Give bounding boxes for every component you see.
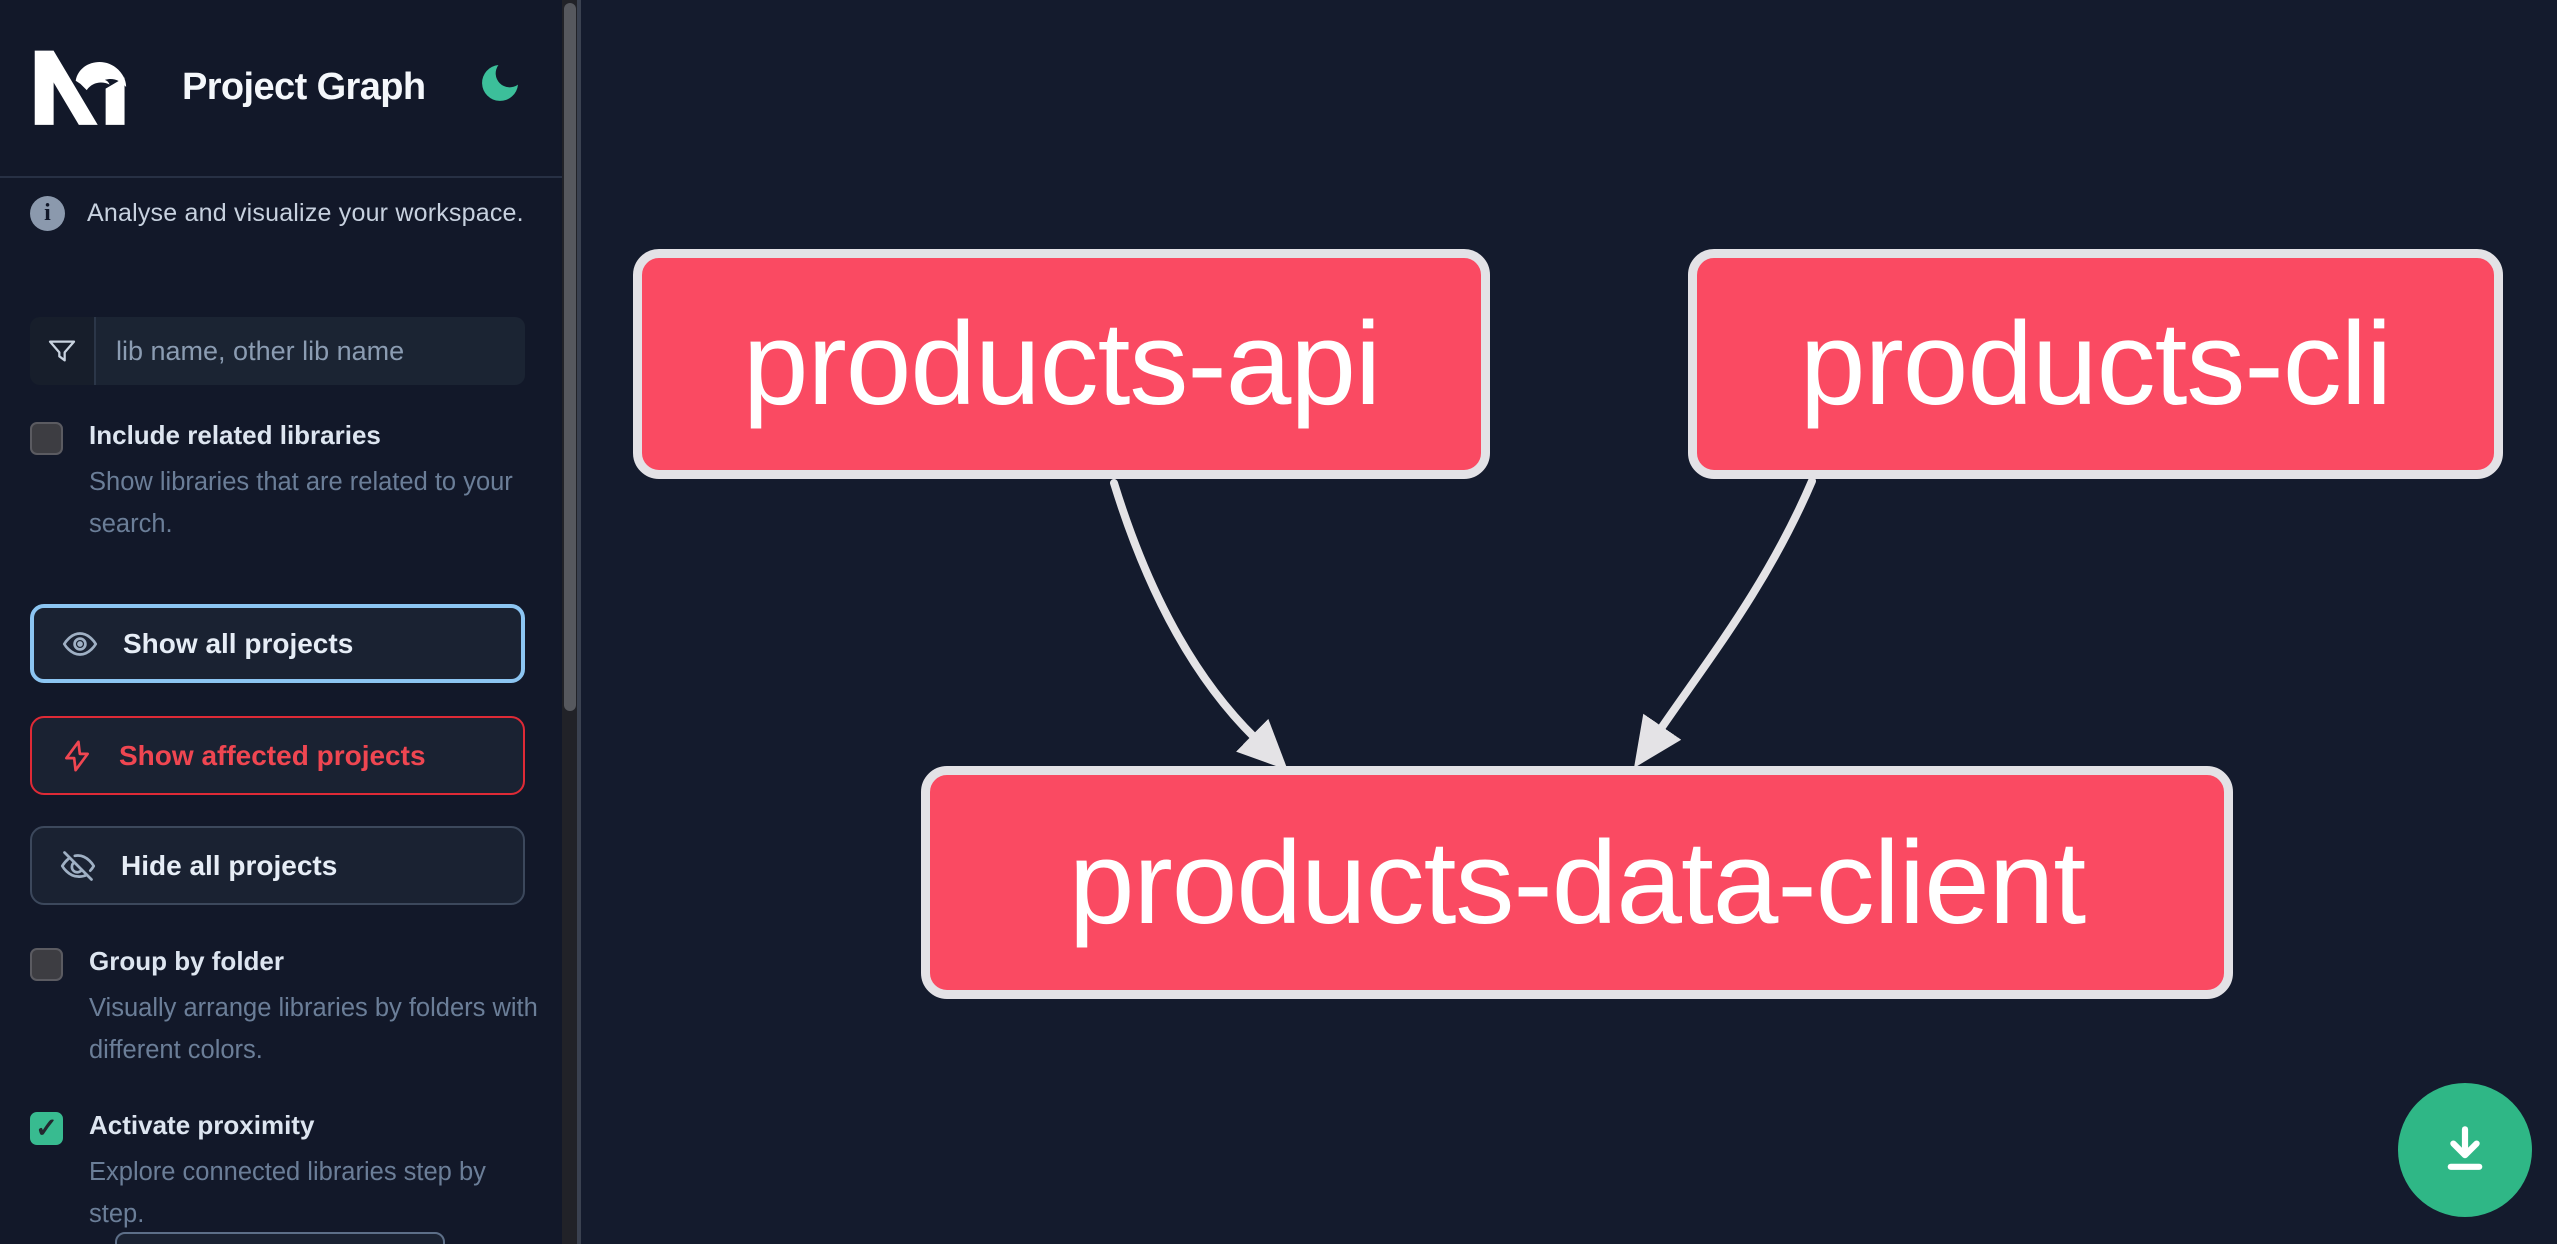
workspace-info: i Analyse and visualize your workspace. [30, 196, 524, 231]
sidebar-header: Project Graph [0, 0, 562, 178]
page-title: Project Graph [182, 66, 426, 108]
show-all-projects-button[interactable]: Show all projects [30, 604, 525, 683]
toggle-group-by-folder: Group by folder Visually arrange librari… [30, 946, 541, 1071]
sidebar: Project Graph i Analyse and visualize yo… [0, 0, 562, 1244]
button-label: Show all projects [123, 627, 354, 659]
checkbox-include-related[interactable] [30, 422, 63, 455]
toggle-description: Explore connected libraries step by step… [89, 1158, 486, 1228]
info-text: Analyse and visualize your workspace. [87, 199, 524, 227]
nx-logo [34, 50, 127, 125]
checkbox-group-by-folder[interactable] [30, 948, 63, 981]
search-box [30, 317, 525, 385]
node-products-data-client[interactable]: products-data-client [921, 766, 2233, 999]
project-graph-canvas [581, 0, 2557, 1244]
search-input[interactable] [96, 317, 525, 385]
sidebar-divider [577, 0, 581, 1244]
checkbox-activate-proximity[interactable]: ✓ [30, 1112, 63, 1145]
dark-mode-toggle[interactable] [474, 58, 526, 110]
proximity-decrement-button[interactable] [117, 1234, 212, 1244]
eye-off-icon [60, 850, 96, 881]
button-label: Show affected projects [119, 739, 426, 771]
hide-all-projects-button[interactable]: Hide all projects [30, 826, 525, 905]
proximity-stepper [115, 1232, 445, 1244]
toggle-label: Activate proximity [89, 1110, 315, 1140]
toggle-description: Show libraries that are related to your … [89, 468, 513, 538]
eye-icon [62, 631, 98, 656]
filter-funnel-icon [30, 317, 96, 385]
toggle-include-related: Include related libraries Show libraries… [30, 420, 541, 545]
toggle-label: Include related libraries [89, 420, 381, 450]
toggle-description: Visually arrange libraries by folders wi… [89, 994, 538, 1064]
node-products-api[interactable]: products-api [633, 249, 1490, 479]
sidebar-scrollbar-thumb[interactable] [563, 3, 576, 711]
proximity-value[interactable] [212, 1234, 353, 1244]
show-affected-projects-button[interactable]: Show affected projects [30, 716, 525, 795]
lightning-bolt-icon [65, 739, 89, 772]
download-icon [2447, 1126, 2483, 1170]
moon-icon [482, 64, 518, 101]
toggle-label: Group by folder [89, 946, 284, 976]
proximity-increment-button[interactable] [353, 1234, 443, 1244]
info-icon: i [30, 196, 65, 231]
download-graph-button[interactable] [2398, 1083, 2532, 1217]
toggle-activate-proximity: ✓ Activate proximity Explore connected l… [30, 1110, 541, 1235]
node-products-cli[interactable]: products-cli [1688, 249, 2503, 479]
button-label: Hide all projects [121, 849, 338, 881]
